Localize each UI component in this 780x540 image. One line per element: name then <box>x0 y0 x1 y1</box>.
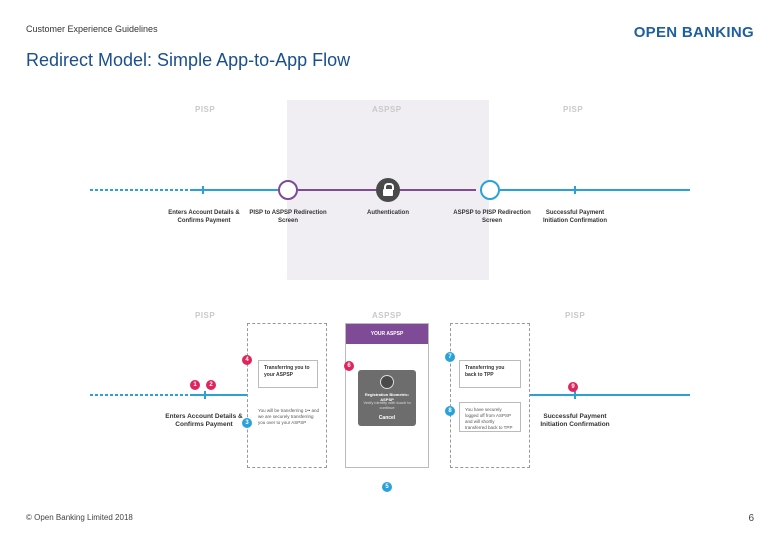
flow-line-segment <box>190 189 278 191</box>
biometric-modal: Registration Biometric: ASPSP Verify ide… <box>358 370 416 426</box>
copyright-footer: © Open Banking Limited 2018 <box>26 513 133 522</box>
cancel-button[interactable]: Cancel <box>378 415 396 421</box>
step-label: Successful Payment Initiation Confirmati… <box>540 413 610 429</box>
pisp-return-phone: Transferring you back to TPP You have se… <box>450 323 530 468</box>
step-marker <box>574 391 576 399</box>
lane-label-pisp-left: PISP <box>195 105 216 114</box>
flow-line-start <box>90 394 190 396</box>
step-marker <box>204 391 206 399</box>
step-label: Enters Account Details & Confirms Paymen… <box>168 210 240 224</box>
lane-label-pisp-right: PISP <box>565 311 586 320</box>
aspsp-app-phone: YOUR ASPSP Registration Biometric: ASPSP… <box>345 323 429 468</box>
step-badge: 2 <box>206 380 216 390</box>
return-message-card: Transferring you back to TPP <box>459 360 521 388</box>
aspsp-app-header: YOUR ASPSP <box>346 324 428 344</box>
step-badge: 3 <box>242 418 252 428</box>
redirect-message-card: Transferring you to your ASPSP <box>258 360 318 388</box>
step-badge: 1 <box>190 380 200 390</box>
redirect-note: You will be transferring 1•• and we are … <box>258 408 320 426</box>
step-label: Authentication <box>367 210 409 216</box>
step-badge: 9 <box>568 382 578 392</box>
lane-label-pisp-right: PISP <box>563 105 584 114</box>
step-marker <box>202 186 204 194</box>
document-header: Customer Experience Guidelines <box>26 24 158 34</box>
lock-icon <box>376 178 400 202</box>
step-badge: 8 <box>445 406 455 416</box>
fingerprint-icon <box>380 375 394 389</box>
step-marker <box>574 186 576 194</box>
lane-label-pisp-left: PISP <box>195 311 216 320</box>
redirect-back-node-icon <box>480 180 500 200</box>
step-label: Enters Account Details & Confirms Paymen… <box>165 413 243 429</box>
step-badge: 4 <box>242 355 252 365</box>
step-label: ASPSP to PISP Redirection Screen <box>453 210 531 224</box>
step-badge: 5 <box>382 482 392 492</box>
step-label: Successful Payment Initiation Confirmati… <box>543 210 607 224</box>
lane-label-aspsp: ASPSP <box>372 311 402 320</box>
flow-line-end <box>500 189 690 191</box>
flow-line-start <box>90 189 190 191</box>
step-badge: 7 <box>445 352 455 362</box>
lane-label-aspsp: ASPSP <box>372 105 402 114</box>
return-note: You have securely logged off from ASPSP … <box>459 402 521 432</box>
flow-line-segment <box>190 394 247 396</box>
modal-subtitle: Verify identity with touch to continue <box>363 400 411 410</box>
page-title: Redirect Model: Simple App-to-App Flow <box>26 50 351 70</box>
modal-title: Registration Biometric: ASPSP <box>364 392 410 402</box>
open-banking-logo: OPEN BANKING <box>633 24 754 41</box>
step-label: PISP to ASPSP Redirection Screen <box>249 210 327 224</box>
step-badge: 6 <box>344 361 354 371</box>
redirect-node-icon <box>278 180 298 200</box>
pisp-redirect-phone: Transferring you to your ASPSP You will … <box>247 323 327 468</box>
page-number: 6 <box>748 513 754 524</box>
flow-line-end <box>530 394 690 396</box>
